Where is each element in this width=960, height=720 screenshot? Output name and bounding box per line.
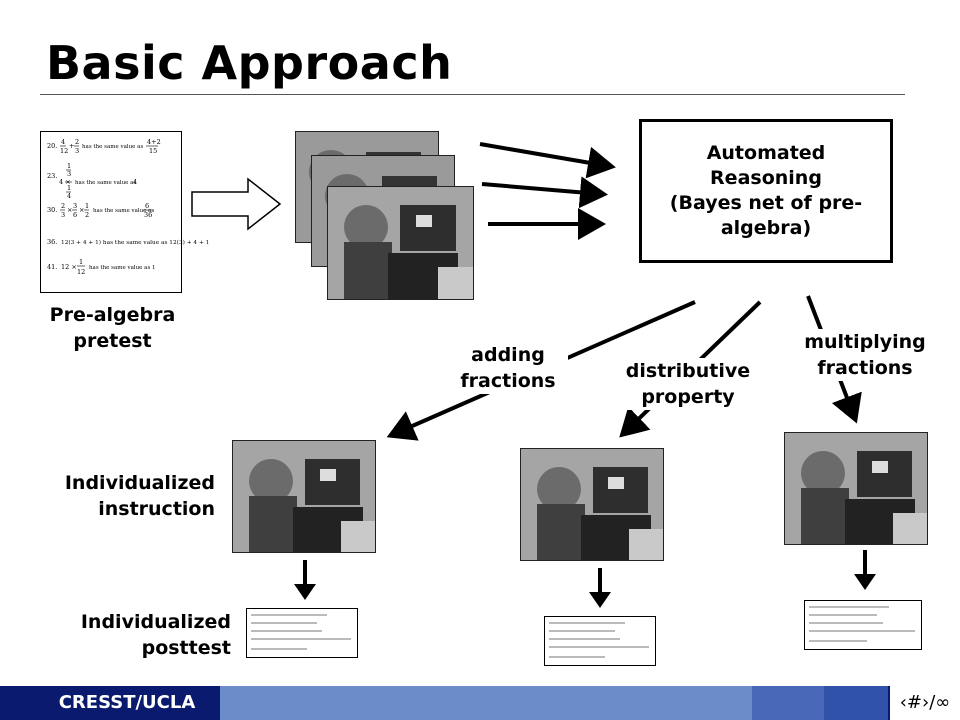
instruction-photo-3 [784, 432, 928, 545]
pretest-label-line2: pretest [73, 330, 152, 352]
down-arrow-icon [589, 568, 611, 608]
svg-text:has the same value as: has the same value as [75, 180, 136, 186]
pretest-q3-num: 30. [47, 206, 57, 214]
svg-text:4+2: 4+2 [147, 138, 161, 146]
svg-text:2: 2 [75, 138, 79, 146]
skill-distributive-line1: distributive [625, 360, 751, 382]
svg-text:1: 1 [67, 162, 71, 170]
pretest-label-line1: Pre-algebra [49, 304, 176, 326]
footer-block [824, 686, 888, 720]
pretest-q4-num: 36. [47, 238, 57, 246]
pretest-q2-num: 23. [47, 172, 57, 180]
svg-text:×: × [79, 206, 84, 214]
svg-text:4 ×: 4 × [59, 178, 71, 186]
svg-text:15: 15 [149, 147, 157, 155]
posttest-sheet-2 [544, 616, 656, 666]
svg-text:2: 2 [61, 202, 65, 210]
svg-text:2: 2 [85, 211, 89, 219]
reasoning-line3: (Bayes net of pre- [669, 192, 863, 214]
svg-text:has the same value as: has the same value as [82, 144, 143, 150]
down-arrow-icon [854, 550, 876, 590]
posttest-label-line1: Individualized [80, 611, 231, 633]
footer-left-block [0, 686, 34, 720]
posttest-sheet-1 [246, 608, 358, 658]
down-arrow-icon [294, 560, 316, 600]
reasoning-line1: Automated [706, 142, 826, 164]
arrow-to-reasoning-1 [479, 142, 616, 179]
svg-text:3: 3 [73, 202, 77, 210]
instruction-photo-1 [232, 440, 376, 553]
instruction-photo-2 [520, 448, 664, 561]
skill-distributive-property: distributive property [612, 358, 764, 410]
page-title: Basic Approach [46, 36, 453, 90]
pretest-sheet-content: 20. 412 + 23 has the same value as 4+215… [47, 138, 209, 276]
svg-text:3: 3 [67, 170, 71, 178]
slide-number: ‹#›/∞ [888, 686, 960, 720]
svg-text:1: 1 [85, 202, 89, 210]
arrow-to-reasoning-2 [481, 176, 608, 209]
svg-text:4: 4 [67, 192, 71, 200]
posttest-row-label: Individualized posttest [20, 609, 231, 661]
title-divider [40, 94, 905, 95]
svg-text:3: 3 [75, 147, 79, 155]
automated-reasoning-box: Automated Reasoning (Bayes net of pre- a… [639, 119, 893, 263]
instruction-label-line2: instruction [98, 498, 215, 520]
svg-text:has the same value as: has the same value as [93, 208, 154, 214]
svg-text:3: 3 [61, 211, 65, 219]
input-arrows [479, 142, 616, 240]
skill-distributive-line2: property [641, 386, 735, 408]
posttest-label-line2: posttest [141, 637, 231, 659]
skill-adding-fractions: adding fractions [448, 342, 568, 394]
reasoning-line2: Reasoning [710, 167, 822, 189]
svg-text:12: 12 [77, 268, 85, 276]
footer-org-label: CRESST/UCLA [34, 686, 220, 720]
skill-adding-line1: adding [471, 344, 545, 366]
skill-multiplying-line1: multiplying [804, 331, 926, 353]
svg-text:+: + [69, 142, 74, 150]
reasoning-line4: algebra) [720, 217, 812, 239]
svg-text:×: × [67, 206, 72, 214]
svg-text:4: 4 [133, 178, 137, 186]
svg-text:12(3 + 4 + 1) has the same val: 12(3 + 4 + 1) has the same value as 12(3… [61, 239, 209, 246]
pretest-label: Pre-algebra pretest [30, 302, 195, 354]
svg-text:4: 4 [61, 138, 65, 146]
svg-text:1: 1 [79, 258, 83, 266]
svg-text:6: 6 [73, 211, 77, 219]
svg-text:has the same value as 1: has the same value as 1 [89, 265, 156, 271]
svg-text:12 ×: 12 × [61, 263, 77, 271]
footer-block [752, 686, 824, 720]
svg-text:1: 1 [67, 184, 71, 192]
instruction-row-label: Individualized instruction [10, 470, 215, 522]
skill-multiplying-fractions: multiplying fractions [790, 329, 940, 381]
skill-adding-line2: fractions [460, 370, 556, 392]
posttest-sheet-3 [804, 600, 922, 650]
svg-text:36: 36 [144, 211, 152, 219]
hollow-right-arrow-icon [191, 177, 282, 231]
skill-multiplying-line2: fractions [817, 357, 913, 379]
pretest-q1-num: 20. [47, 142, 57, 150]
svg-text:12: 12 [60, 147, 68, 155]
svg-text:6: 6 [145, 202, 149, 210]
pretest-q5-num: 41. [47, 263, 57, 271]
instruction-label-line1: Individualized [64, 472, 215, 494]
student-photo-stack-3 [327, 186, 474, 300]
